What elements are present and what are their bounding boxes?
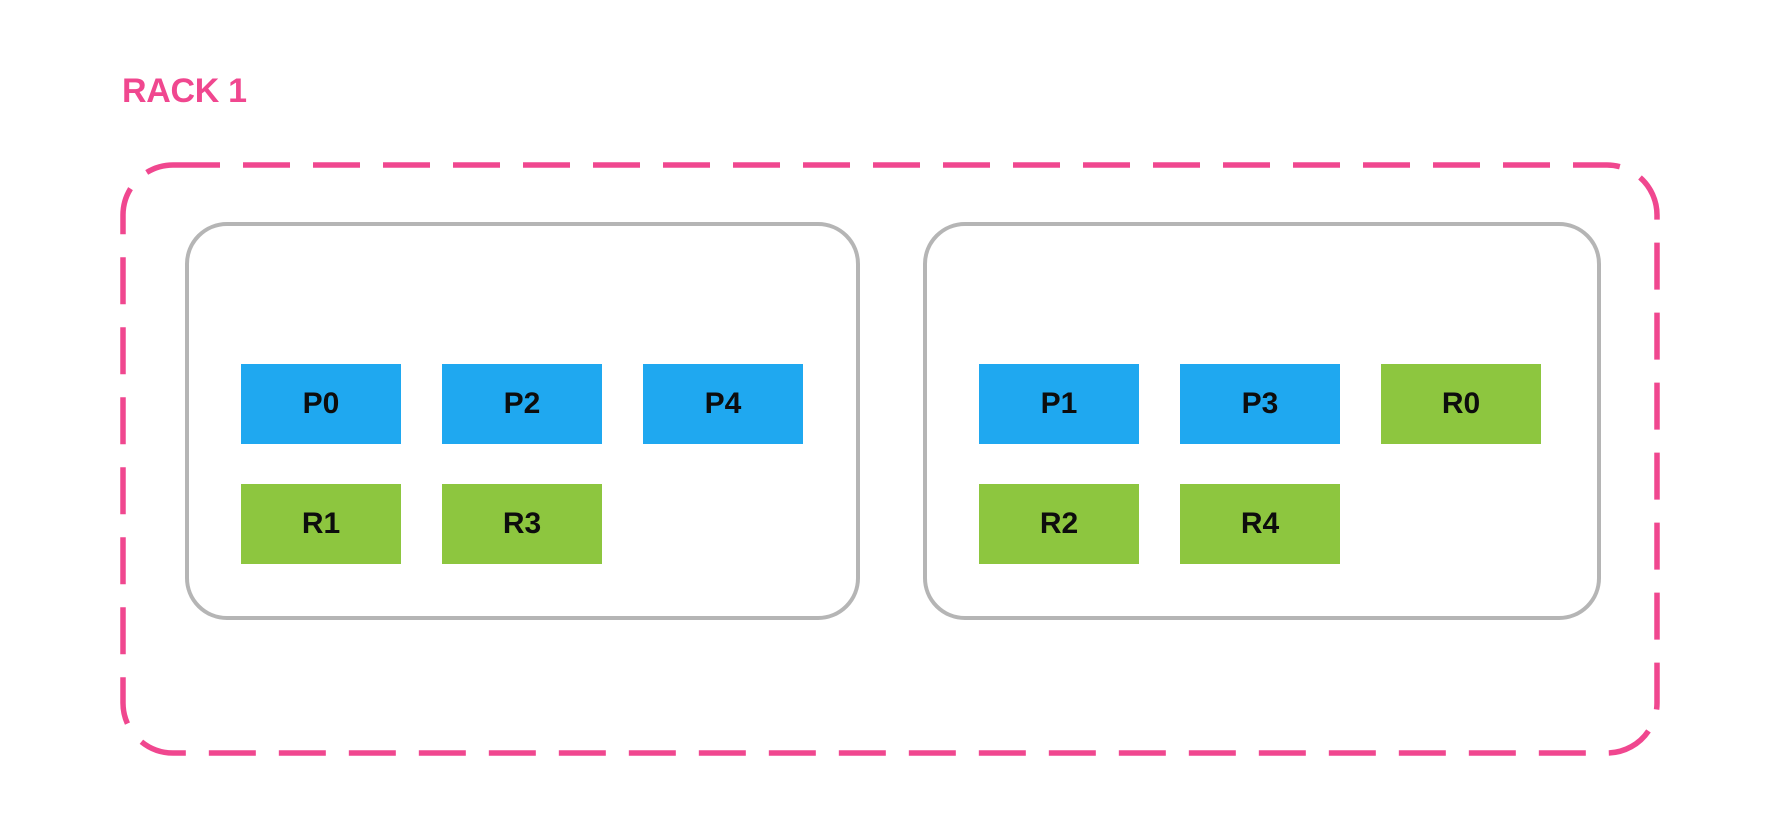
- replica-shard-block: R0: [1381, 364, 1541, 444]
- primary-shard-block: P0: [241, 364, 401, 444]
- rack-title: RACK 1: [122, 72, 247, 110]
- replica-shard-block: R4: [1180, 484, 1340, 564]
- rack-dashed-border-rect: [120, 162, 1660, 756]
- block-row: P0 P2 P4: [241, 364, 856, 444]
- rack-dashed-border: [120, 162, 1660, 756]
- shard-block-label: P2: [503, 387, 541, 420]
- primary-shard-block: P3: [1180, 364, 1340, 444]
- block-row: R2 R4: [979, 484, 1597, 564]
- primary-shard-block: P1: [979, 364, 1139, 444]
- shard-block-label: R4: [1240, 507, 1280, 540]
- shard-block-label: R0: [1441, 387, 1481, 420]
- shard-block-label: P1: [1040, 387, 1078, 420]
- shard-block-label: R2: [1039, 507, 1079, 540]
- shard-block-label: R3: [502, 507, 542, 540]
- shard-block-label: P0: [302, 387, 340, 420]
- replica-shard-block: R3: [442, 484, 602, 564]
- shard-block-label: R1: [301, 507, 341, 540]
- block-row: P1 P3 R0: [979, 364, 1597, 444]
- primary-shard-block: P2: [442, 364, 602, 444]
- shard-block-label: P4: [704, 387, 742, 420]
- primary-shard-block: P4: [643, 364, 803, 444]
- replica-shard-block: R1: [241, 484, 401, 564]
- replica-shard-block: R2: [979, 484, 1139, 564]
- block-row: R1 R3: [241, 484, 856, 564]
- shard-block-label: P3: [1241, 387, 1279, 420]
